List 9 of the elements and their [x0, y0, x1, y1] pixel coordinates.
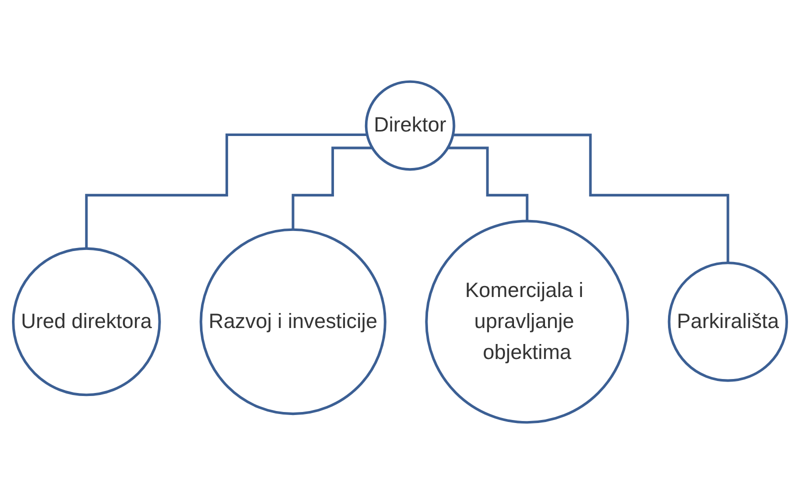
node-circle: Komercijala i upravljanje objektima	[425, 220, 630, 424]
connector	[448, 146, 528, 222]
connector	[85, 133, 368, 250]
node-circle: Parkirališta	[668, 262, 788, 382]
node-circle: Ured direktora	[12, 247, 161, 396]
connector	[292, 146, 372, 231]
node-circle: Razvoj i investicije	[200, 228, 386, 416]
node-circle: Direktor	[364, 80, 456, 171]
connector	[452, 134, 730, 264]
